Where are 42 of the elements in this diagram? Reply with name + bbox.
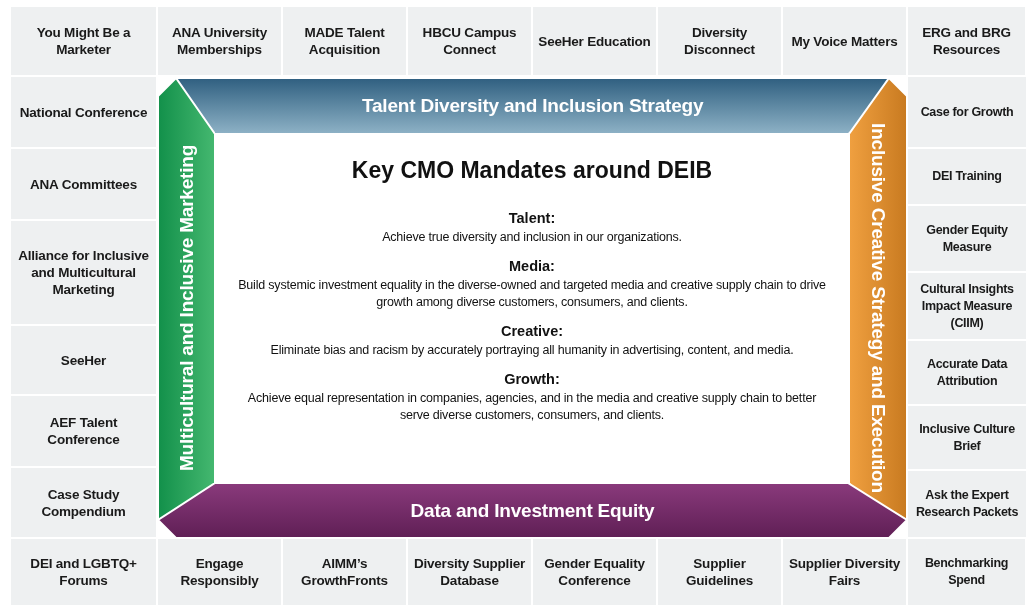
program-name: Supplier Diversity Fairs	[787, 555, 902, 589]
mandate-description: Achieve equal representation in companies, agencies, and in the media and creative supply chain to better serve diverse customers, consumers, and clients.	[246, 390, 818, 424]
program-name: Gender Equality Conference	[543, 555, 646, 589]
program-name: Supplier Guidelines	[685, 555, 754, 589]
program-name: Accurate Data Attribution	[925, 355, 1009, 390]
program-name: DEI and LGBTQ+ Forums	[29, 555, 138, 589]
program-name: Ask the Expert Research Packets	[914, 487, 1020, 521]
program-name: Benchmarking Spend	[923, 555, 1010, 589]
panel-title: Key CMO Mandates around DEIB	[351, 157, 713, 184]
program-name: AIMM’s GrowthFronts	[300, 555, 389, 589]
program-name: Alliance for Inclusive and Multicultural Marketing	[17, 247, 150, 298]
band-label: Inclusive Creative Strategy and Execution	[866, 123, 889, 493]
program-name: SeeHer	[60, 351, 107, 369]
program-name: ANA University Memberships	[171, 24, 268, 58]
program-name: Diversity Disconnect	[683, 24, 756, 58]
mandate-description: Eliminate bias and racism by accurately portraying all humanity in advertising, content, and media.	[270, 342, 794, 359]
program-name: DEI Training	[932, 168, 1002, 185]
program-name: Case for Growth	[920, 103, 1014, 121]
band-label: Talent Diversity and Inclusion Strategy	[362, 95, 704, 117]
mandate-heading: Creative:	[500, 323, 564, 339]
program-name: My Voice Matters	[791, 32, 898, 50]
program-name: Engage Responsibly	[179, 555, 260, 589]
program-name: AEF Talent Conference	[46, 414, 121, 448]
program-name: SeeHer Education	[538, 32, 651, 50]
mandate-heading: Growth:	[504, 371, 560, 387]
band-label: Multicultural and Inclusive Marketing	[175, 144, 198, 472]
program-name: Gender Equity Measure	[925, 221, 1009, 256]
mandate-heading: Talent:	[508, 210, 556, 226]
band-label: Data and Investment Equity	[410, 499, 655, 522]
program-name: ANA Committees	[30, 175, 137, 193]
mandate-heading: Media:	[509, 258, 555, 274]
program-name: HBCU Campus Connect	[421, 24, 518, 58]
program-name: National Conference	[19, 103, 148, 121]
program-name: MADE Talent Acquisition	[303, 24, 386, 58]
program-name: Inclusive Culture Brief	[918, 420, 1016, 455]
program-name: Cultural Insights Impact Measure (CIIM)	[919, 280, 1015, 332]
mandate-description: Build systemic investment equality in the diverse-owned and targeted media and creative supply chain to drive growth among diverse customers, consumers, and clients.	[237, 277, 827, 311]
program-name: Diversity Supplier Database	[412, 555, 527, 589]
program-name: You Might Be a Marketer	[35, 24, 132, 58]
mandate-description: Achieve true diversity and inclusion in our organizations.	[382, 229, 682, 246]
program-name: Case Study Compendium	[40, 485, 127, 520]
program-name: ERG and BRG Resources	[921, 24, 1012, 58]
